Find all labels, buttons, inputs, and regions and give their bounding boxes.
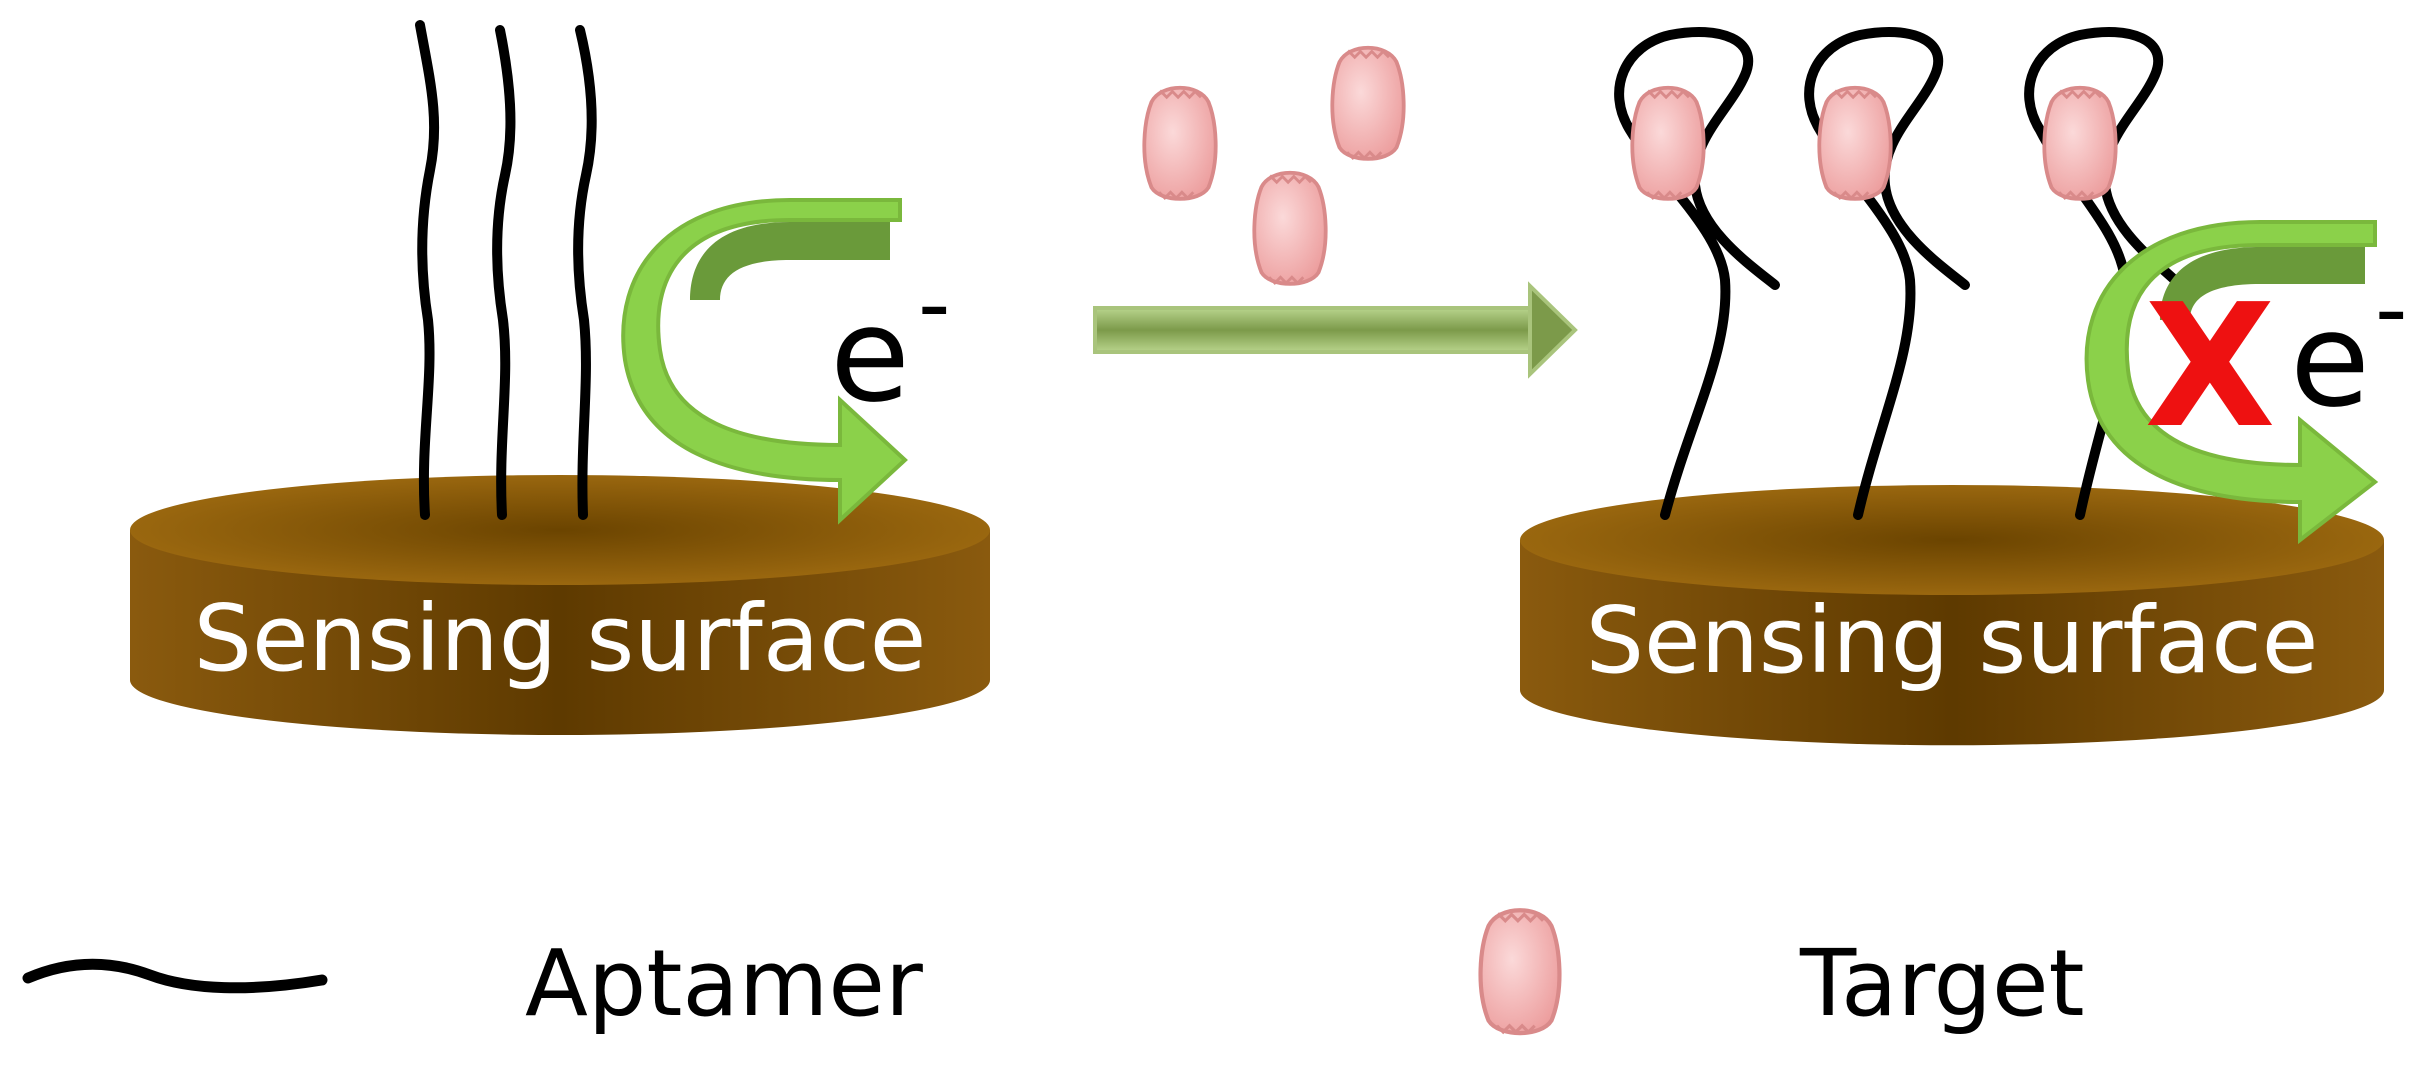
block-mark-icon: X (2144, 268, 2275, 466)
target-molecule (1817, 85, 1893, 201)
target-molecule (1252, 170, 1328, 286)
target-legend-icon (1481, 910, 1560, 1033)
aptamer-legend-icon (22, 958, 328, 994)
target-molecule (1330, 45, 1406, 161)
left-panel: Sensing surface e - (130, 20, 990, 735)
right-electron-charge: - (2375, 257, 2407, 362)
right-sensing-surface: Sensing surface (1520, 485, 2384, 746)
process-arrow (1093, 281, 1578, 379)
left-sensing-surface: Sensing surface (130, 475, 990, 735)
left-electron-symbol: e - (830, 252, 950, 431)
legend-target-label: Target (1799, 930, 2085, 1037)
right-electron-arrow (2084, 220, 2379, 545)
right-electron-label: e (2290, 284, 2370, 436)
legend: Aptamer Target (22, 910, 2085, 1037)
target-molecule (2042, 85, 2118, 201)
right-electron-symbol: e - (2290, 257, 2407, 436)
left-aptamer-strands (415, 20, 597, 520)
aptamer-strand (573, 25, 597, 520)
target-molecule (1630, 85, 1706, 201)
left-surface-label: Sensing surface (194, 585, 927, 692)
incoming-targets (1142, 45, 1406, 286)
left-electron-label: e (830, 279, 910, 431)
target-molecule (1142, 85, 1218, 201)
right-surface-label: Sensing surface (1586, 587, 2319, 694)
left-electron-arrow (621, 198, 908, 525)
right-panel: Sensing surface X e - (1520, 27, 2407, 746)
left-electron-charge: - (918, 252, 950, 357)
bound-targets (1630, 85, 2118, 201)
aptamer-strand (492, 25, 516, 520)
legend-aptamer-label: Aptamer (525, 930, 923, 1037)
aptamer-strand (415, 20, 440, 520)
